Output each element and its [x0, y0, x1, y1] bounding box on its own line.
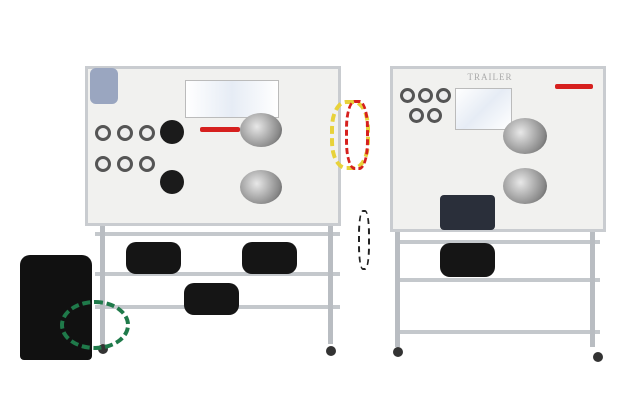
frame-leg — [328, 226, 333, 344]
trailer-schematic-diagram — [455, 88, 512, 130]
red-coiled-hose — [345, 100, 369, 170]
air-tank — [126, 242, 181, 274]
pressure-gauge — [95, 125, 111, 141]
pressure-gauge — [418, 88, 433, 103]
caster-wheel — [593, 352, 603, 362]
tractor-gauges — [95, 125, 155, 185]
red-indicator-bar — [200, 127, 240, 132]
frame-rail — [95, 232, 340, 236]
pressure-gauge — [139, 125, 155, 141]
frame-rail — [395, 240, 600, 244]
air-dryer — [90, 68, 118, 104]
pressure-gauge — [436, 88, 451, 103]
air-tank — [242, 242, 297, 274]
trailer-control-valve — [440, 195, 495, 230]
pressure-gauge — [427, 108, 442, 123]
brake-chamber — [503, 168, 547, 204]
frame-rail — [395, 278, 600, 282]
frame-rail — [395, 330, 600, 334]
brake-chamber — [240, 113, 282, 147]
black-coiled-cable — [358, 210, 370, 270]
caster-wheel — [393, 347, 403, 357]
green-coiled-hose — [60, 300, 130, 350]
air-tank — [184, 283, 239, 315]
caster-wheel — [326, 346, 336, 356]
frame-leg — [590, 232, 595, 347]
brake-chamber — [240, 170, 282, 204]
pressure-gauge — [117, 156, 133, 172]
pressure-gauge — [139, 156, 155, 172]
tractor-schematic-diagram — [185, 80, 279, 118]
pressure-gauge — [95, 156, 111, 172]
pressure-gauge — [400, 88, 415, 103]
pressure-gauge — [409, 108, 424, 123]
frame-rail — [95, 272, 340, 276]
red-indicator-bar — [555, 84, 593, 89]
spring-brake-chamber — [160, 120, 184, 144]
frame-leg — [395, 232, 400, 347]
air-tank — [440, 243, 495, 277]
brake-chamber — [503, 118, 547, 154]
pressure-gauge — [117, 125, 133, 141]
frame-leg — [100, 226, 105, 344]
trailer-panel-title: TRAILER — [467, 72, 513, 82]
spring-brake-chamber — [160, 170, 184, 194]
